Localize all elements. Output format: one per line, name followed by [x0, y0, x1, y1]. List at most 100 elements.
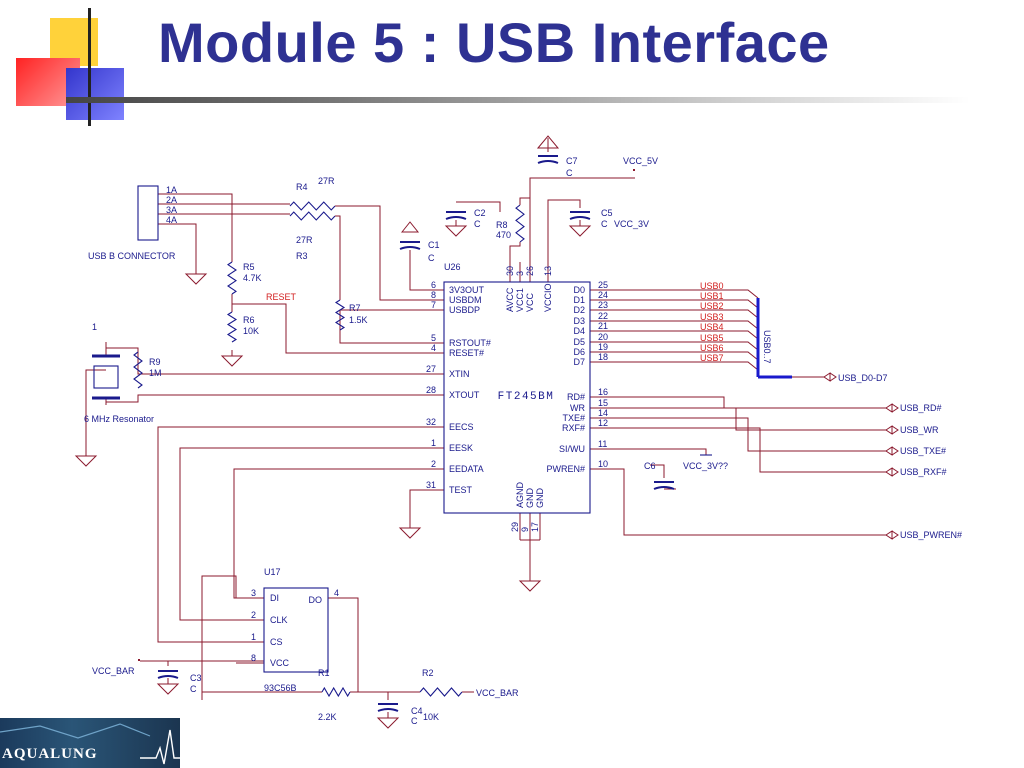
pin-name: XTIN — [449, 369, 470, 379]
eeprom-do-wire — [328, 597, 359, 692]
usb-net-label: USB2 — [700, 301, 724, 311]
pin-number: 31 — [426, 480, 436, 490]
chip-ground — [518, 575, 542, 592]
usb-net-wire — [620, 361, 759, 371]
pin-number: 17 — [530, 522, 540, 532]
vcc5-label: VCC_5V — [623, 156, 658, 166]
usb-net-wire — [620, 299, 759, 309]
pin-number: 1 — [431, 438, 436, 448]
pin-number: 28 — [426, 385, 436, 395]
c7-ground — [536, 135, 560, 149]
pin-number: 24 — [598, 290, 608, 300]
r3-ref: R3 — [296, 251, 308, 261]
pin-name: CS — [270, 637, 283, 647]
usb-net-label: USB1 — [700, 291, 724, 301]
output-label: USB_RXF# — [900, 467, 947, 477]
eesk-wire — [179, 447, 416, 621]
pin-name: GND — [535, 488, 545, 509]
output-label: USB_WR — [900, 425, 939, 435]
c1-value: C — [428, 253, 435, 263]
pin-name: RSTOUT# — [449, 338, 491, 348]
resonator-ground — [74, 450, 98, 467]
pin-number: 3 — [251, 588, 256, 598]
pin-name: D2 — [573, 305, 585, 315]
r1-ref: R1 — [318, 668, 330, 678]
pin-number: 22 — [598, 311, 608, 321]
c4-value: C — [411, 716, 418, 726]
r6-ref: R6 — [243, 315, 255, 325]
c5-value: C — [601, 219, 608, 229]
c3-ref: C3 — [190, 673, 202, 683]
connector-pin-label: 3A — [166, 205, 177, 215]
c5-capacitor — [569, 211, 591, 220]
bus-vertical-label: USB0..7 — [762, 330, 772, 364]
c3-ground — [156, 678, 180, 695]
pin-name: VCC1 — [515, 288, 525, 312]
pin-name: VCCIO — [543, 283, 553, 312]
usb-connector — [137, 185, 159, 241]
pin-name: EECS — [449, 422, 474, 432]
connector-pin-label: 1A — [166, 185, 177, 195]
test-wire — [409, 489, 416, 522]
bus-arrow — [823, 372, 837, 382]
r2-ref: R2 — [422, 668, 434, 678]
pin-name: PWREN# — [546, 464, 585, 474]
c6-ref: C6 — [644, 461, 656, 471]
pin-number: 7 — [431, 300, 436, 310]
usbdp-wire — [335, 215, 341, 300]
output-arrow — [885, 467, 899, 477]
r8-wire — [519, 197, 530, 205]
r1-value: 2.2K — [318, 712, 337, 722]
resonator-label: 6 MHz Resonator — [84, 414, 154, 424]
c7-value: C — [566, 168, 573, 178]
pin-name: EESK — [449, 443, 473, 453]
c2-value: C — [474, 219, 481, 229]
r1-resistor — [321, 686, 351, 698]
pin-name: D1 — [573, 295, 585, 305]
pin-number: 10 — [598, 459, 608, 469]
pin-number: 19 — [598, 342, 608, 352]
pin-name: SI/WU — [559, 444, 585, 454]
r5-resistor — [227, 261, 237, 295]
pin-number: 27 — [426, 364, 436, 374]
pin-number: 16 — [598, 387, 608, 397]
pin-number: 5 — [431, 333, 436, 343]
c4-capacitor — [377, 703, 399, 712]
output-wire — [620, 468, 886, 536]
aqualung-logo: AQUALUNG — [0, 718, 180, 768]
output-arrow — [885, 403, 899, 413]
r2-value: 10K — [423, 712, 439, 722]
pin-name: TEST — [449, 485, 473, 495]
chip-ref: U26 — [444, 262, 461, 272]
output-wire — [620, 417, 886, 452]
output-arrow — [885, 530, 899, 540]
r3-value: 27R — [296, 235, 313, 245]
c2-ground — [444, 220, 468, 237]
pin-name: AVCC — [505, 287, 515, 312]
connector-pin-label: 4A — [166, 215, 177, 225]
pin-name: D0 — [573, 285, 585, 295]
usb-net-label: USB5 — [700, 333, 724, 343]
usb-net-wire — [620, 320, 759, 330]
pin-name: 3V3OUT — [449, 285, 485, 295]
pin-number: 8 — [251, 653, 256, 663]
r8-resistor — [515, 204, 525, 243]
pin-name: XTOUT — [449, 390, 480, 400]
usb-net-wire — [620, 309, 759, 319]
pin-number: 12 — [598, 418, 608, 428]
usb-net-label: USB7 — [700, 353, 724, 363]
pin-number: 32 — [426, 417, 436, 427]
c6-capacitor — [653, 481, 675, 490]
usb-net-label: USB0 — [700, 281, 724, 291]
r2-resistor — [419, 687, 463, 697]
pin-number: 18 — [598, 352, 608, 362]
output-arrow — [885, 425, 899, 435]
c5-ground — [568, 220, 592, 237]
pin-number: 6 — [431, 280, 436, 290]
resonator-pin: 1 — [92, 322, 97, 332]
usb-net-wire — [620, 351, 759, 361]
vcc-bar-label: VCC_BAR — [92, 666, 135, 676]
logo-graphic — [0, 723, 180, 765]
eeprom-chip-body — [263, 587, 329, 673]
